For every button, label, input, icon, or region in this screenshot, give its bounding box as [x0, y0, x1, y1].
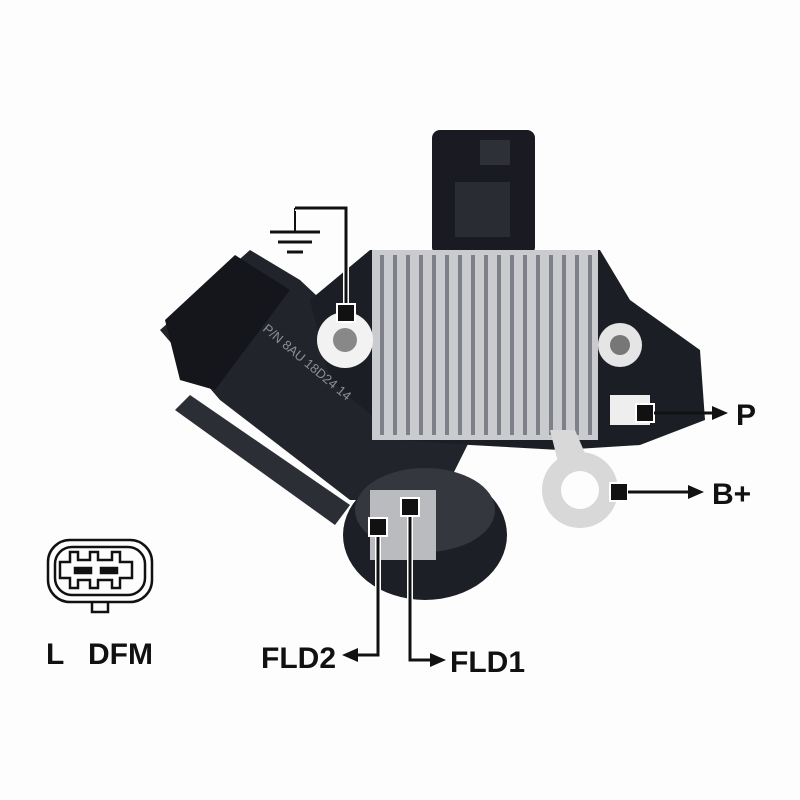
heatsink-fin — [419, 255, 423, 435]
regulator-body — [310, 130, 705, 450]
heatsink-fin — [484, 255, 488, 435]
heatsink-fin — [536, 255, 540, 435]
heatsink-fin — [562, 255, 566, 435]
arrow-right-icon — [430, 653, 446, 667]
pin-label-dfm: DFM — [88, 638, 153, 671]
fld1-callout: FLD1 — [400, 497, 525, 679]
heatsink-fin — [523, 255, 527, 435]
ground-callout — [270, 205, 356, 323]
heatsink-fin — [510, 255, 514, 435]
arrow-right-icon — [712, 406, 728, 420]
b-plus-terminal — [542, 430, 618, 528]
heatsink-fin — [445, 255, 449, 435]
ground-icon — [270, 208, 320, 254]
heatsink-fin — [406, 255, 410, 435]
heatsink-fin — [432, 255, 436, 435]
fld2-callout: FLD2 — [261, 517, 388, 675]
brush-holder — [343, 468, 507, 600]
p-callout: P — [635, 399, 756, 432]
heatsink-fin — [458, 255, 462, 435]
heatsink-fin — [471, 255, 475, 435]
heatsink-fins — [380, 255, 592, 435]
label-fld2: FLD2 — [261, 642, 336, 675]
heatsink-fin — [497, 255, 501, 435]
arrow-left-icon — [342, 648, 358, 662]
pin-label-l: L — [46, 638, 64, 671]
heatsink-fin — [393, 255, 397, 435]
b-plus-callout: B+ — [609, 478, 751, 511]
heatsink-fin — [575, 255, 579, 435]
label-p: P — [736, 399, 756, 432]
heatsink-fin — [380, 255, 384, 435]
connector-pinout-icon — [46, 538, 154, 614]
label-fld1: FLD1 — [450, 646, 525, 679]
heatsink-fin — [549, 255, 553, 435]
label-b-plus: B+ — [712, 478, 751, 511]
heatsink-fin — [588, 255, 592, 435]
arrow-right-icon — [688, 485, 704, 499]
